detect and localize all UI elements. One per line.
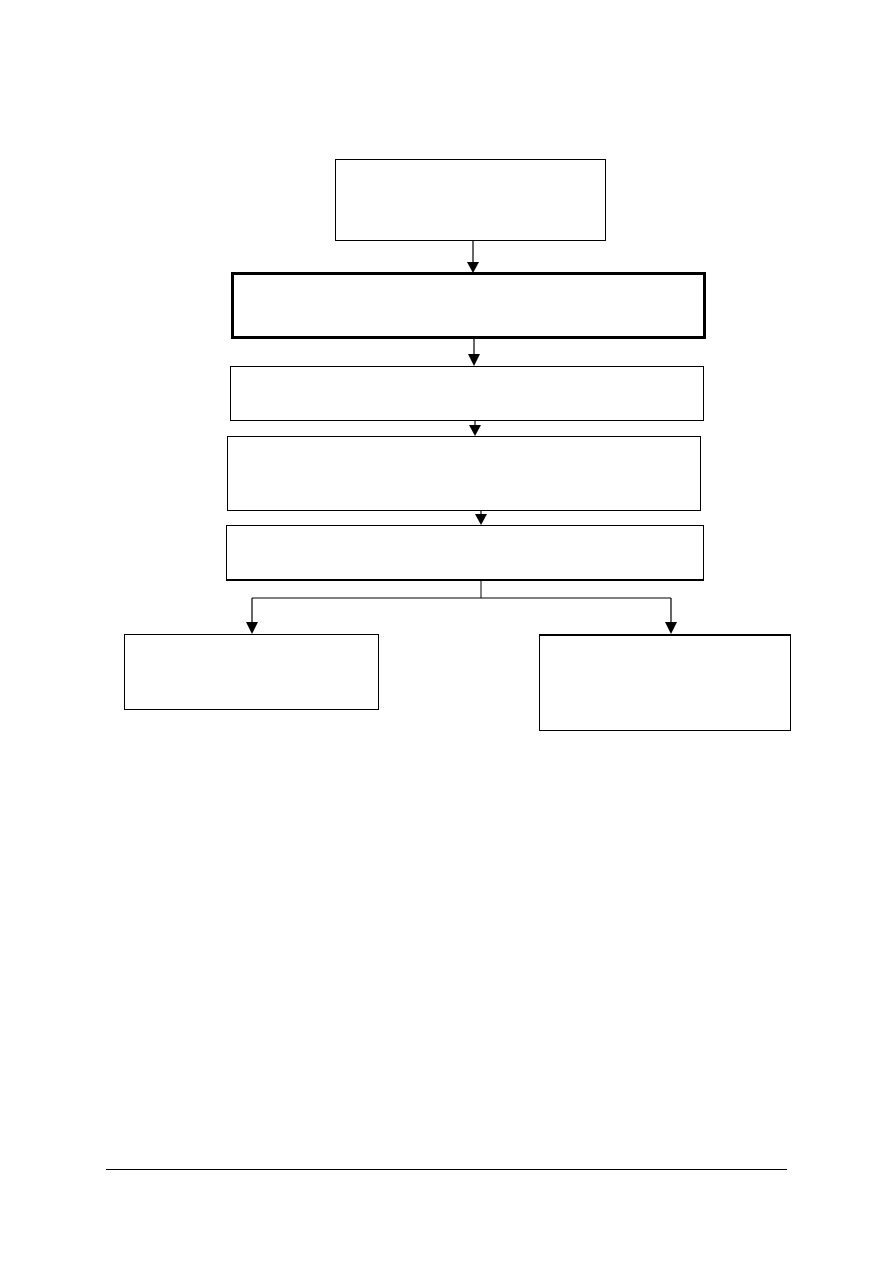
arrowhead-5-to-7	[665, 622, 677, 634]
arrowhead-4-to-5	[475, 514, 487, 525]
flowchart-box-step-2	[231, 272, 706, 339]
flowchart-box-step-3	[230, 366, 704, 421]
flowchart-box-step-4	[227, 436, 701, 511]
flowchart-box-right-branch	[539, 634, 791, 731]
arrowhead-3-to-4	[469, 425, 481, 436]
arrowhead-5-to-6	[246, 622, 258, 634]
footer-divider	[106, 1169, 787, 1170]
flowchart-box-step-5	[226, 525, 704, 581]
flowchart-box-top	[335, 159, 606, 241]
flowchart-box-left-branch	[124, 634, 379, 710]
arrowhead-2-to-3	[468, 354, 480, 366]
